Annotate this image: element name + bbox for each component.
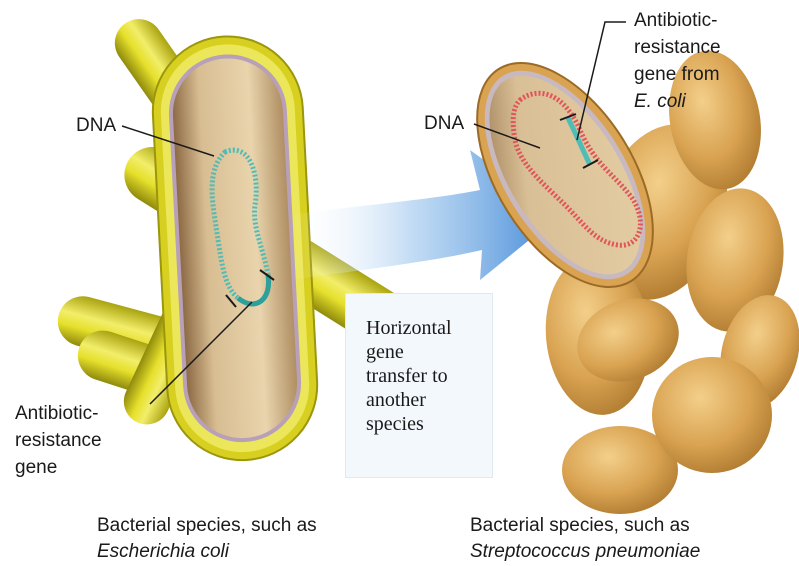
- transfer-line3: transfer to: [366, 364, 452, 388]
- right-gene-label-line3: gene from: [634, 63, 720, 86]
- right-gene-label-line2: resistance: [634, 36, 721, 59]
- transfer-line5: species: [366, 412, 452, 436]
- right-dna-label: DNA: [424, 112, 464, 135]
- transfer-line4: another: [366, 388, 452, 412]
- left-dna-label: DNA: [76, 114, 116, 137]
- right-caption-line2: Streptococcus pneumoniae: [470, 540, 700, 563]
- left-caption-line2: Escherichia coli: [97, 540, 229, 563]
- left-caption-line1: Bacterial species, such as: [97, 514, 317, 537]
- right-gene-label-line4: E. coli: [634, 90, 686, 113]
- transfer-text: Horizontal gene transfer to another spec…: [366, 316, 452, 436]
- right-gene-label-line1: Antibiotic-: [634, 9, 717, 32]
- transfer-line1: Horizontal: [366, 316, 452, 340]
- transfer-line2: gene: [366, 340, 452, 364]
- left-gene-label-line1: Antibiotic-: [15, 402, 98, 425]
- left-gene-label-line2: resistance: [15, 429, 102, 452]
- left-gene-label-line3: gene: [15, 456, 57, 479]
- right-caption-line1: Bacterial species, such as: [470, 514, 690, 537]
